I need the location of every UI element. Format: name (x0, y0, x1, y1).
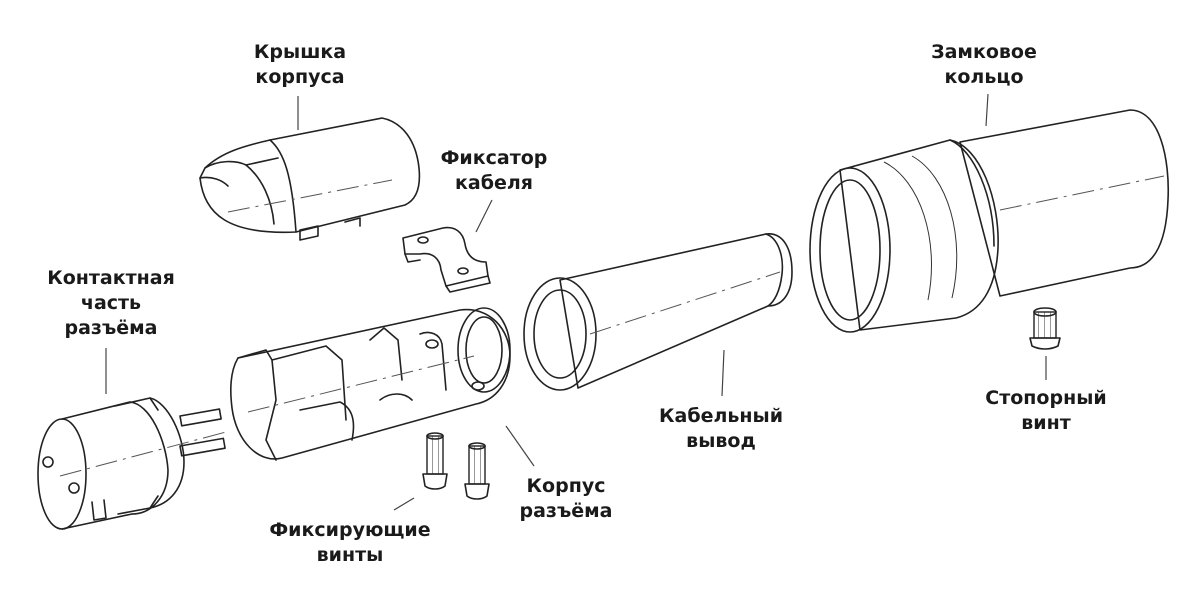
label-cable-boot-line2: вывод (686, 430, 756, 452)
label-fixing-screws-line1: Фиксирующие (269, 519, 431, 541)
label-set-screw-line2: винт (1021, 412, 1071, 434)
fixing-screws-part (422, 432, 490, 500)
label-shell-cover: Крышка корпуса (230, 40, 370, 90)
label-connector-body-line1: Корпус (526, 475, 606, 497)
cable-clamp-part (402, 226, 491, 293)
cable-boot-part (523, 233, 793, 391)
set-screw-part (1029, 307, 1061, 350)
label-set-screw-line1: Стопорный (985, 387, 1107, 409)
label-contact-insert-line3: разъёма (64, 317, 158, 339)
label-shell-cover-line2: корпуса (255, 66, 345, 88)
label-locking-ring-line2: кольцо (944, 66, 1024, 88)
leader-lines (105, 93, 1047, 511)
locking-ring-part (809, 109, 1170, 333)
label-cable-boot-line1: Кабельный (658, 405, 784, 427)
label-locking-ring: Замковое кольцо (900, 40, 1068, 90)
label-set-screw: Стопорный винт (962, 386, 1130, 436)
label-cable-clamp: Фиксатор кабеля (420, 146, 568, 196)
label-shell-cover-line1: Крышка (253, 41, 347, 63)
label-connector-body-line2: разъёма (519, 500, 613, 522)
contact-insert-part (37, 397, 227, 530)
label-cable-boot: Кабельный вывод (636, 404, 806, 454)
label-contact-insert-line2: часть (80, 292, 142, 314)
label-contact-insert: Контактная часть разъёма (30, 266, 192, 341)
label-cable-clamp-line2: кабеля (455, 172, 533, 194)
label-contact-insert-line1: Контактная (47, 267, 175, 289)
label-fixing-screws-line2: винты (316, 544, 384, 566)
label-cable-clamp-line1: Фиксатор (440, 147, 548, 169)
label-connector-body: Корпус разъёма (500, 474, 632, 524)
shell-cover-part (199, 117, 421, 241)
connector-body-part (230, 307, 511, 461)
label-locking-ring-line1: Замковое (931, 41, 1037, 63)
label-fixing-screws: Фиксирующие винты (244, 518, 456, 568)
